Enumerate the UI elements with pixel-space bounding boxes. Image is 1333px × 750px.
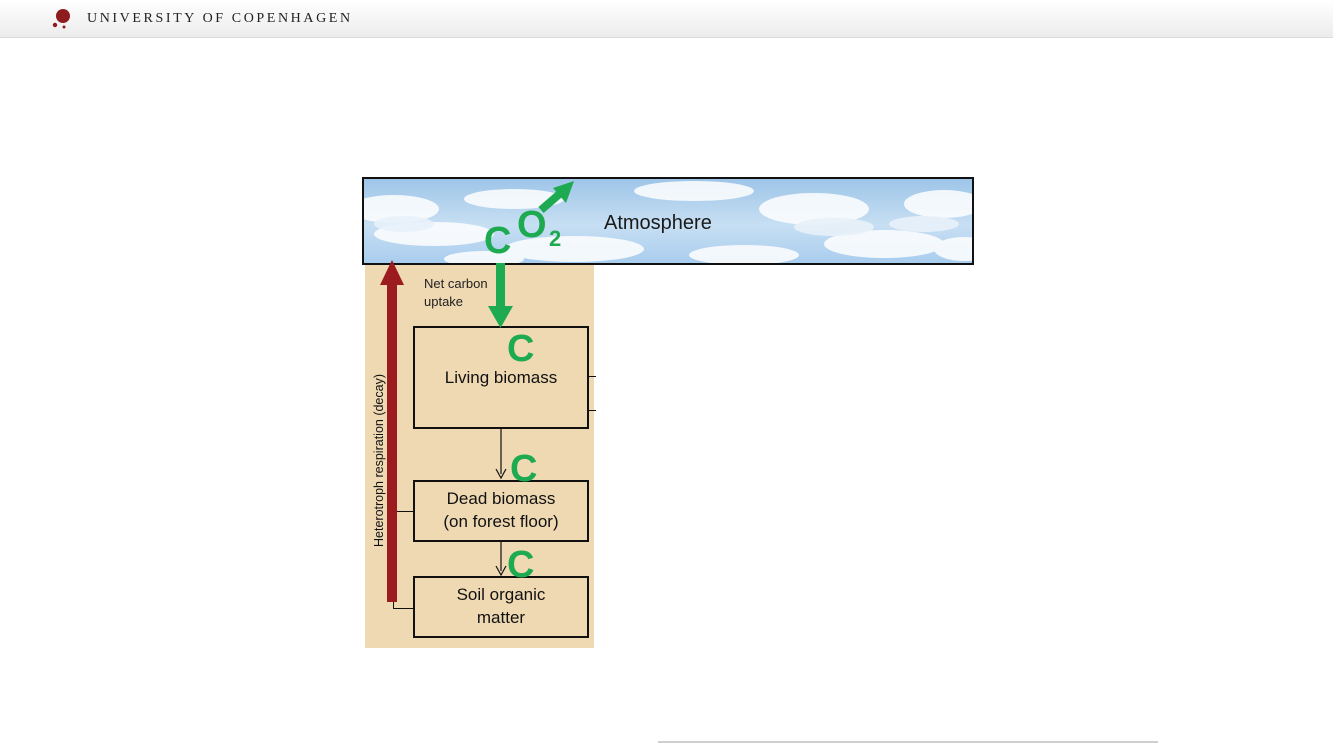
dead-biomass-box: Dead biomass (on forest floor) (413, 480, 589, 542)
connector-dead-biomass (396, 511, 413, 512)
header-bar: UNIVERSITY OF COPENHAGEN (0, 0, 1333, 38)
net-uptake-label: Net carbon uptake (424, 276, 488, 309)
respiration-label: Heterotroph respiration (decay) (372, 374, 386, 547)
soil-organic-matter-label: Soil organic matter (456, 585, 546, 627)
flow-arrow-dead-to-soil (495, 542, 507, 577)
respiration-arrow (380, 260, 404, 602)
living-biomass-box: Living biomass (413, 326, 589, 429)
carbon-symbol-soil: C (507, 544, 535, 586)
co2-release-arrow (538, 181, 574, 214)
cloud-background (364, 181, 972, 263)
university-name: UNIVERSITY OF COPENHAGEN (87, 11, 353, 26)
co2-o-symbol: O (517, 204, 547, 246)
stub-line-lower (589, 410, 596, 411)
footer-divider (658, 741, 1158, 743)
connector-soil-vertical (393, 596, 394, 609)
net-uptake-arrow (488, 263, 513, 328)
connector-soil (393, 608, 413, 609)
stub-line-upper (589, 376, 596, 377)
atmosphere-box: Atmosphere (362, 177, 974, 265)
co2-subscript: 2 (549, 226, 562, 251)
dead-biomass-label: Dead biomass (on forest floor) (443, 489, 559, 531)
co2-c-symbol: C (484, 220, 512, 262)
carbon-symbol-dead: C (510, 448, 538, 490)
flow-arrow-living-to-dead (495, 429, 507, 480)
soil-organic-matter-box: Soil organic matter (413, 576, 589, 638)
atmosphere-label: Atmosphere (604, 212, 712, 234)
living-biomass-label: Living biomass (444, 368, 558, 388)
university-seal-icon (52, 9, 70, 29)
carbon-symbol-living: C (507, 328, 535, 370)
